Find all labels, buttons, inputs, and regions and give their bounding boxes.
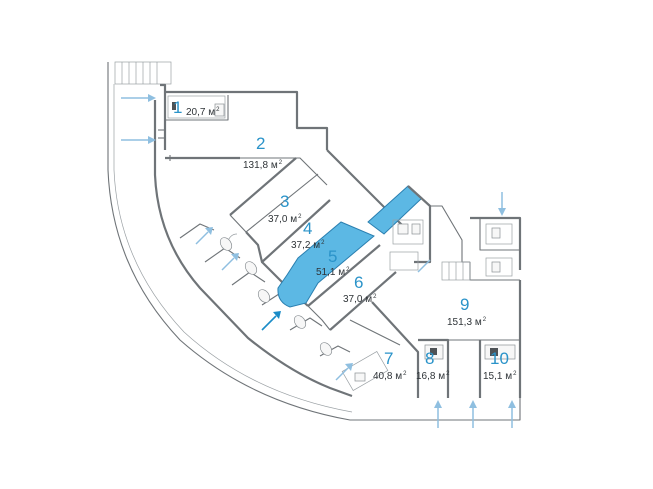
room-area: 37,0 м2	[343, 294, 377, 305]
outer-facade	[107, 62, 521, 421]
room-5-highlight[interactable]	[277, 221, 375, 308]
room-area: 16,8 м2	[416, 371, 450, 382]
room-area: 37,2 м2	[291, 240, 325, 251]
room-number: 4	[303, 219, 313, 238]
room-number: 1	[173, 98, 183, 117]
room-area: 151,3 м2	[447, 317, 487, 328]
room-number: 6	[354, 273, 364, 292]
door-swings	[219, 233, 333, 356]
room-area: 20,7 м2	[186, 107, 220, 118]
room-number: 9	[460, 295, 470, 314]
room-area: 51,1 м2	[316, 267, 350, 278]
room-area: 131,8 м2	[243, 160, 283, 171]
rooms-1-2-walls	[158, 83, 329, 161]
right-block-walls	[389, 185, 522, 398]
room-number: 2	[256, 134, 266, 153]
room-area: 40,8 м2	[373, 371, 407, 382]
room-number: 10	[490, 349, 509, 368]
room-number: 7	[384, 349, 394, 368]
room-area: 37,0 м2	[268, 214, 302, 225]
main-entrance-arrow	[261, 311, 281, 331]
room-area: 15,1 м2	[483, 371, 517, 382]
entrance-arrows	[121, 94, 516, 428]
room-number: 3	[280, 192, 290, 211]
room-number: 8	[425, 349, 435, 368]
room-number: 5	[328, 247, 338, 266]
porch	[114, 61, 172, 85]
